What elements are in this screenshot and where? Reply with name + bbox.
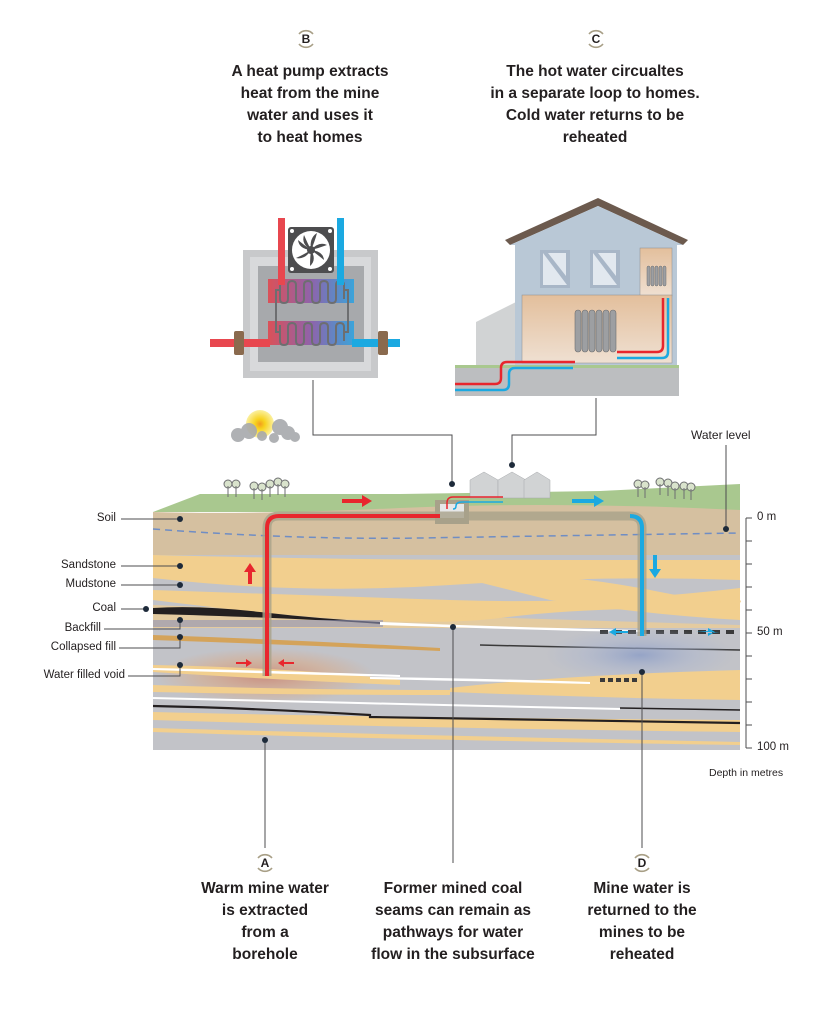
sun-cloud-icon (231, 410, 300, 443)
flow-arrow-right-cold-icon (572, 495, 604, 507)
layer-label-mudstone: Mudstone (65, 578, 116, 590)
layer-label-water-filled-void: Water filled void (43, 669, 125, 681)
small-houses-icon (469, 471, 551, 499)
layer-label-coal: Coal (92, 602, 116, 614)
flow-arrow-right-hot-icon (342, 495, 372, 507)
flow-arrow-in-left-icon (236, 659, 252, 667)
radiator-large-icon (574, 309, 617, 353)
water-level-label: Water level (691, 428, 751, 442)
flow-arrow-out-right-icon (696, 628, 720, 636)
layer-label-backfill: Backfill (64, 622, 101, 634)
caption-d: Mine water is returned to the mines to b… (587, 880, 697, 963)
fan-icon (288, 227, 334, 273)
caption-middle: Former mined coal seams can remain as pa… (371, 880, 535, 963)
flow-arrow-in-right-icon (278, 659, 294, 667)
flow-arrow-out-left-icon (609, 628, 628, 636)
trees-right-icon (633, 477, 696, 500)
depth-scale-caption: Depth in metres (709, 767, 784, 779)
depth-scale-axis (745, 517, 752, 749)
depth-tick-50m: 50 m (757, 626, 783, 638)
layer-marker-dots (143, 516, 183, 668)
trees-left-icon (223, 477, 290, 500)
heat-pump-illustration (210, 218, 400, 378)
callout-badge-d: D (631, 852, 653, 874)
depth-tick-0m: 0 m (757, 511, 777, 523)
house-illustration (455, 198, 688, 396)
callout-badge-c: C (585, 28, 607, 50)
caption-c: The hot water circualtes in a separate l… (490, 63, 700, 146)
layer-label-collapsed-fill: Collapsed fill (50, 641, 116, 653)
callout-badge-a: A (254, 852, 276, 874)
layer-label-sandstone: Sandstone (61, 559, 116, 571)
borehole-pipe-loop (262, 511, 647, 676)
window-right (590, 250, 620, 288)
radiator-small-icon (646, 265, 667, 287)
flow-arrow-up-icon (244, 563, 256, 584)
caption-a: Warm mine water is extracted from a bore… (201, 880, 329, 963)
layer-label-soil: Soil (96, 512, 116, 524)
layer-leader-lines (104, 518, 181, 677)
callout-badge-b: B (295, 28, 317, 50)
window-left (540, 250, 570, 288)
caption-b: A heat pump extracts heat from the mine … (231, 63, 389, 146)
depth-tick-100m: 100 m (757, 741, 789, 753)
flow-arrow-down-icon (649, 555, 661, 578)
